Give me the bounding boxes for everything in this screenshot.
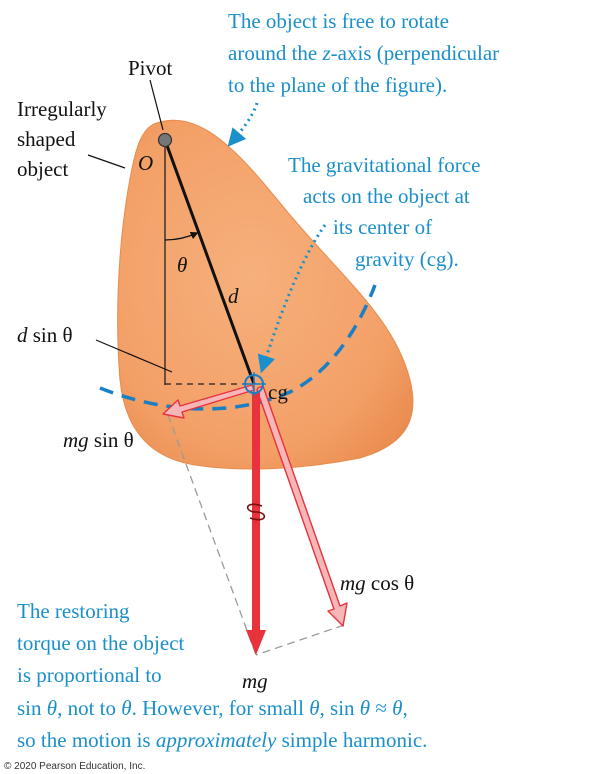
- dsin-leader-line: [95, 339, 173, 373]
- mg-sin-theta-arrow: [162, 384, 255, 419]
- rotate-note-line3: to the plane of the figure).: [228, 73, 447, 97]
- cg-label: cg: [268, 380, 288, 404]
- grav-note-line1: The gravitational force: [288, 153, 480, 177]
- pivot-leader-line: [149, 79, 164, 131]
- grav-note-line2: acts on the object at: [303, 184, 470, 208]
- cg-target-icon: [242, 372, 266, 396]
- swing-arc: [99, 284, 377, 411]
- theta-angle-arc: [164, 232, 199, 241]
- bottom-note-line2: so the motion is approximately simple ha…: [17, 728, 427, 752]
- mg-arrow-shaft: [252, 392, 260, 634]
- object-label-line2: shaped: [17, 127, 76, 151]
- distance-line-d: [163, 139, 256, 385]
- torque-note-line1: The restoring: [17, 599, 130, 623]
- copyright-notice: © 2020 Pearson Education, Inc.: [4, 761, 145, 772]
- pivot-label: Pivot: [128, 56, 173, 80]
- grav-note-line4: gravity (cg).: [355, 247, 459, 271]
- d-label: d: [228, 284, 239, 308]
- mg-cos-theta-label: mg cos θ: [340, 571, 414, 595]
- mg-arrow-head: [246, 630, 266, 655]
- grav-note-pointer: [257, 224, 327, 374]
- rotate-note-line2: around the z-axis (perpendicular: [228, 41, 499, 65]
- bottom-note-line1: sin θ, not to θ. However, for small θ, s…: [17, 696, 408, 720]
- mg-sin-theta-label: mg sin θ: [63, 428, 134, 452]
- pivot-point-icon: [157, 132, 173, 148]
- mg-cos-theta-arrow: [256, 385, 348, 627]
- rotate-note-line1: The object is free to rotate: [228, 9, 449, 33]
- object-leader-line: [87, 154, 126, 169]
- torque-note-line3: is proportional to: [17, 663, 162, 687]
- rotate-note-pointer: [227, 102, 259, 147]
- construction-line-right: [255, 624, 345, 656]
- theta-label: θ: [177, 253, 187, 277]
- d-sin-theta-label: d sin θ: [17, 323, 73, 347]
- torque-note-line2: torque on the object: [17, 631, 185, 655]
- origin-label: O: [138, 151, 153, 175]
- construction-line-left: [167, 414, 257, 656]
- curved-arrow-icon: [246, 503, 266, 521]
- irregular-object: [117, 119, 414, 470]
- object-label-line3: object: [17, 157, 68, 181]
- object-label-line1: Irregularly: [17, 97, 107, 121]
- grav-note-line3: its center of: [333, 215, 432, 239]
- mg-label: mg: [242, 669, 268, 693]
